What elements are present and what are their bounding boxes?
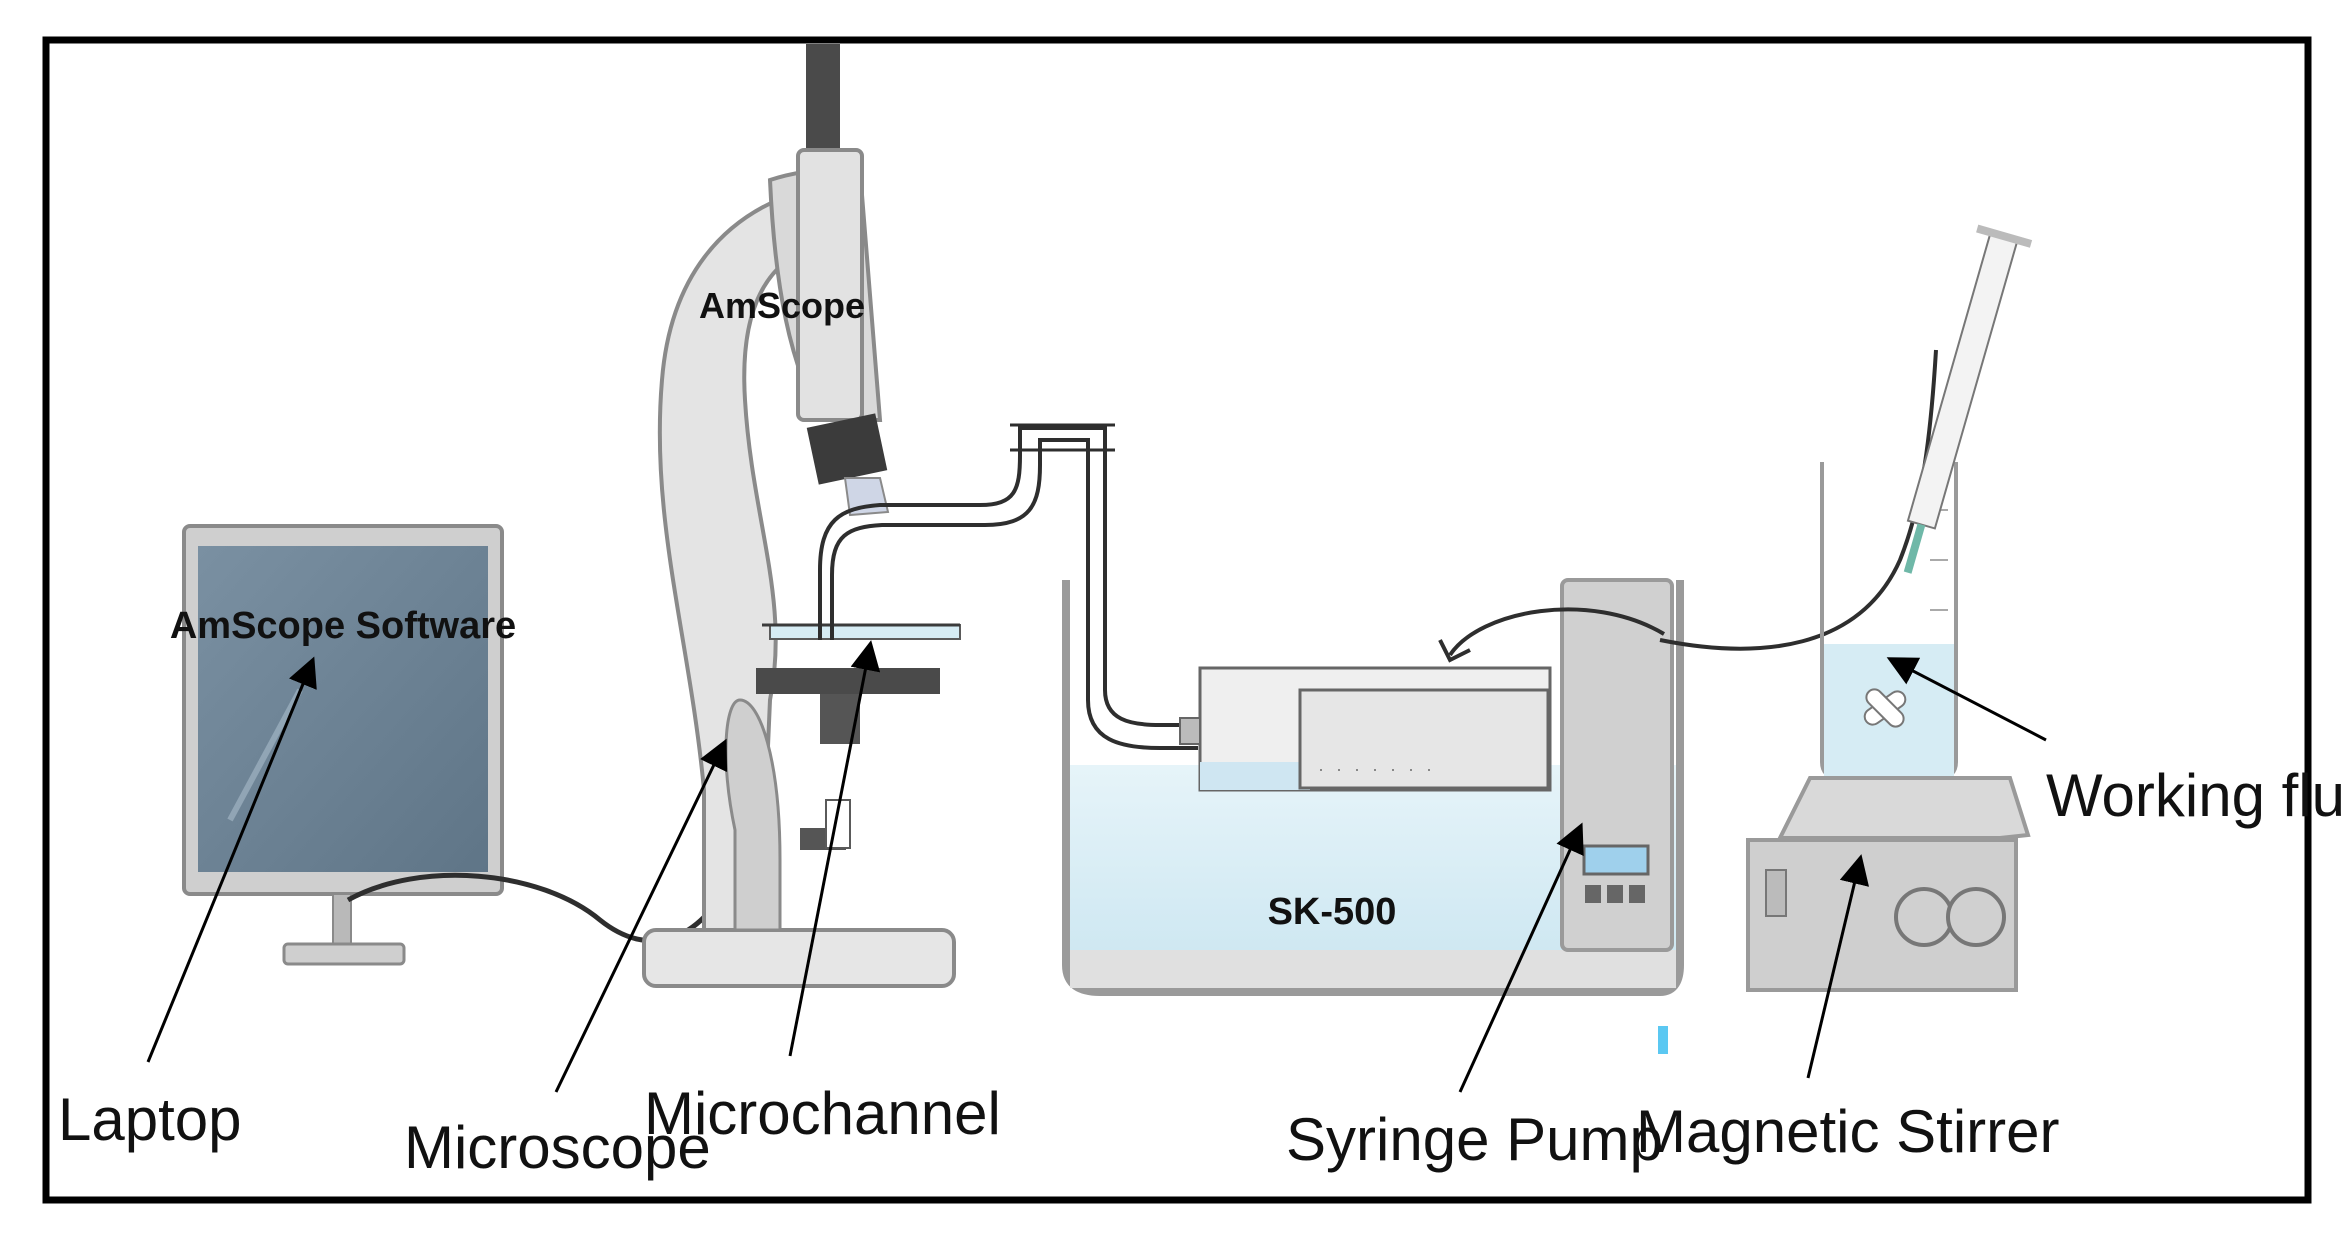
stirrer-knob-2: [1946, 887, 2006, 947]
fluid-tubing: [818, 423, 1198, 750]
monitor-neck: [332, 893, 352, 949]
syringe-pump-label: Syringe Pump: [1286, 1106, 1663, 1173]
microscope-label: Microscope: [404, 1114, 711, 1181]
bath-floor: [1070, 950, 1676, 988]
dosing-syringe: [1903, 224, 2033, 574]
stage-support: [820, 694, 860, 744]
eyepiece-tube: [806, 44, 840, 164]
magnetic-stirrer-label: Magnetic Stirrer: [1636, 1098, 2059, 1165]
dosing-syringe-flange: [1976, 224, 2033, 248]
syringe-pump-arrow: [1458, 822, 1584, 1093]
stirrer-switch: [1765, 869, 1787, 917]
pump-model-label: SK-500: [1268, 891, 1397, 933]
screen-glare: [227, 688, 303, 822]
beaker-glass: [1820, 462, 1958, 780]
tubing-outer: [818, 426, 1198, 727]
dosing-syringe-tip: [1903, 523, 1926, 574]
pump-cable-tail: [1448, 607, 1666, 657]
syringe-fluid: [1200, 762, 1310, 790]
callout-labels: Laptop Microscope Microchannel Syringe P…: [58, 762, 2343, 1181]
status-indicator: [1658, 1026, 1668, 1054]
body-tube: [796, 148, 864, 422]
working-fluid-label: Working fluid: [2046, 762, 2343, 829]
pump-button-1: [1585, 885, 1601, 903]
microscope-stage: [756, 668, 940, 694]
microscope-base: [642, 928, 956, 988]
laptop-arrow: [146, 656, 317, 1063]
pump-button-2: [1607, 885, 1623, 903]
microchannel-label: Microchannel: [644, 1080, 1001, 1147]
callout-arrows: [146, 640, 2047, 1093]
syringe-plunger: [1298, 688, 1550, 790]
pump-cable-arrow: [1438, 639, 1471, 663]
magnetic-stirrer-arrow: [1806, 854, 1870, 1079]
stir-bar: [1863, 688, 1907, 728]
magnetic-stirrer: [1746, 776, 2031, 992]
stirrer-top: [1776, 776, 2031, 840]
pump-cable: [1659, 349, 1938, 651]
pump-display: [1582, 844, 1650, 876]
microchannel-slide: [769, 624, 961, 640]
laptop-label: Laptop: [58, 1086, 242, 1153]
pump-button-3: [1629, 885, 1645, 903]
microscope-arrow: [554, 738, 728, 1093]
microscope: AmScope: [642, 44, 961, 988]
nosepiece: [806, 413, 888, 485]
tubing-inner: [830, 438, 1198, 750]
stir-bar-b: [1865, 688, 1905, 728]
microscope-brand-label: AmScope: [699, 285, 865, 326]
stirrer-knob-1: [1894, 887, 1954, 947]
software-label: AmScope Software: [170, 605, 516, 647]
syringe-nozzle: [1179, 717, 1201, 745]
laptop-monitor: AmScope Software: [170, 524, 516, 966]
arm-inner-curve: [724, 698, 782, 932]
monitor-stand: [282, 942, 406, 966]
working-fluid-arrow: [1886, 657, 2047, 742]
bath-tank: [1062, 580, 1684, 996]
syringe-pump: [1179, 578, 1674, 1054]
monitor-screen: [198, 546, 488, 872]
microchannel-arrow: [788, 640, 881, 1057]
